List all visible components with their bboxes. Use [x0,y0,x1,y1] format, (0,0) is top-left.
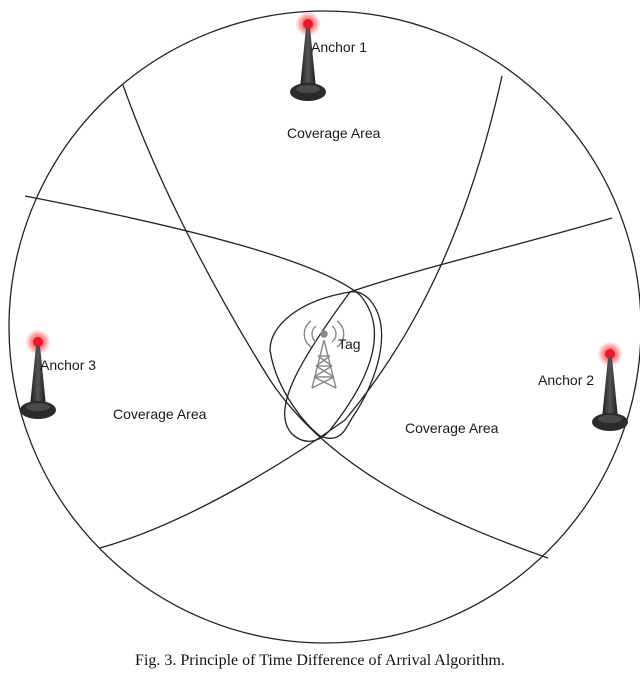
anchor-3-icon [20,329,56,419]
anchor-1-label: Anchor 1 [311,39,367,55]
anchor-2-label: Anchor 2 [538,372,594,388]
coverage-area-label-right: Coverage Area [405,420,499,436]
anchor-3-label: Anchor 3 [40,357,96,373]
boundary-curve-left [122,84,549,559]
coverage-area-label-top: Coverage Area [287,125,381,141]
boundary-curve-right [99,75,503,549]
anchor-1-icon [290,11,326,101]
coverage-area-label-left: Coverage Area [113,406,207,422]
outer-boundary-circle [8,10,640,644]
boundary-curve-a3-a1 [24,195,613,442]
anchor-2-icon [592,341,628,431]
tag-loop-region [269,291,383,439]
figure-caption: Fig. 3. Principle of Time Difference of … [135,652,505,669]
radio-tower-icon [303,320,345,389]
tag-label: Tag [338,336,361,352]
